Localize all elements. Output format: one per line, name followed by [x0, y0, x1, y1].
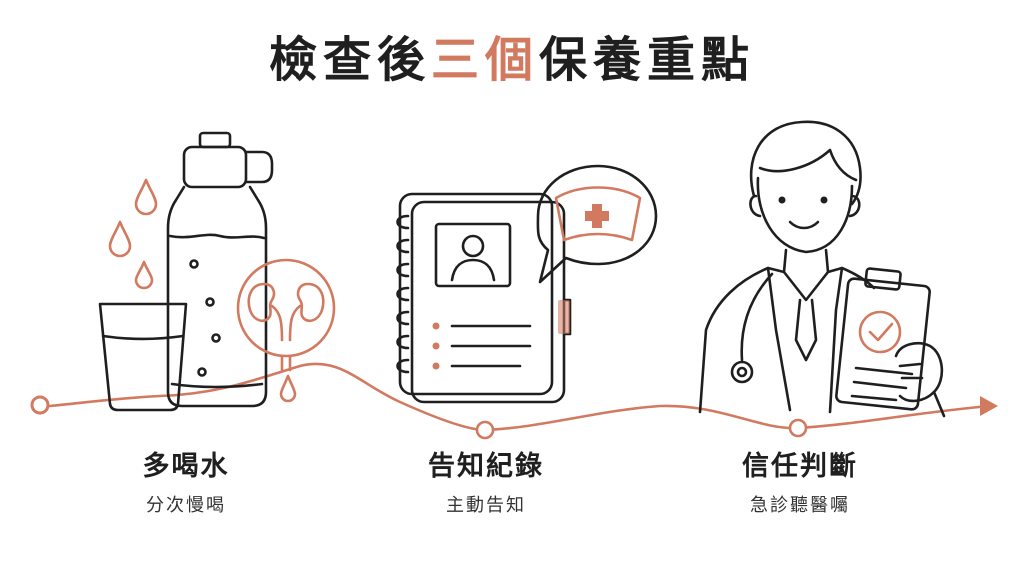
water-bottle-glass-kidney-icon	[98, 131, 336, 412]
notebook-rings-icon	[396, 214, 410, 374]
speech-bubble-icon	[536, 164, 658, 284]
step-2-subtitle: 主動告知	[446, 495, 526, 516]
water-drop-icon	[134, 178, 158, 216]
water-drop-icon	[108, 220, 132, 258]
step-3-subtitle: 急診聽醫囑	[750, 495, 850, 516]
title-suffix: 保養重點	[539, 32, 756, 88]
doctor-clipboard-icon	[698, 120, 946, 418]
timeline-node-3	[788, 418, 808, 438]
patient-photo-icon	[434, 222, 512, 288]
medical-notebook-icon	[396, 164, 658, 404]
title-accent: 三個	[430, 32, 539, 88]
step-2-title: 告知紀錄	[428, 451, 544, 482]
page-title: 檢查後三個保養重點	[0, 30, 1024, 90]
clipboard-icon	[835, 277, 931, 411]
bottle-cap	[198, 131, 232, 149]
step-1-subtitle: 分次慢喝	[146, 495, 226, 516]
step-1-title: 多喝水	[142, 451, 230, 482]
nurse-cap-icon	[554, 186, 642, 242]
timeline-node-2	[475, 420, 495, 440]
step-3-title: 信任判斷	[742, 451, 858, 482]
title-prefix: 檢查後	[268, 32, 431, 88]
timeline-start-node	[30, 395, 50, 415]
timeline	[30, 362, 998, 440]
doctor-hair	[749, 120, 862, 206]
water-drop-icon	[134, 260, 154, 290]
timeline-arrowhead	[980, 396, 998, 416]
stethoscope-icon	[740, 272, 774, 362]
